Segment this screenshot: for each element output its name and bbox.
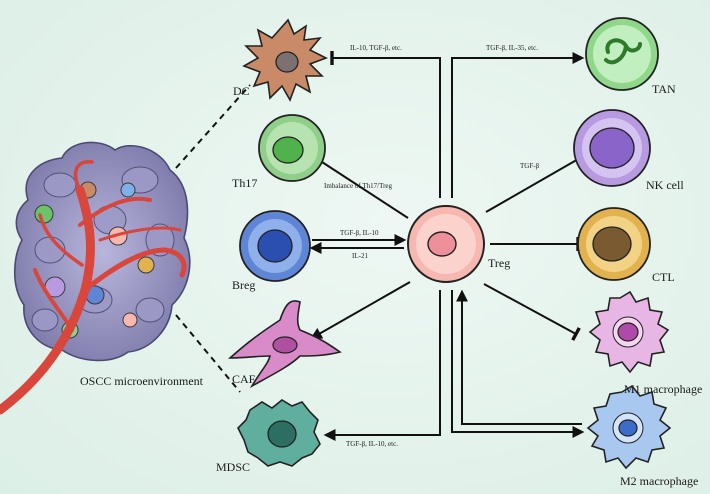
nk-cell xyxy=(573,109,651,187)
breg-cell xyxy=(239,210,311,282)
label-tan: TAN xyxy=(652,82,676,96)
edge-treg-tan xyxy=(451,52,585,198)
label-m2: M2 macrophage xyxy=(620,474,699,488)
label-breg: Breg xyxy=(232,278,256,292)
edge-th17-treg xyxy=(321,161,409,219)
tan-cell xyxy=(585,17,659,91)
zoom-lines xyxy=(175,84,251,393)
label-th17: Th17 xyxy=(232,176,258,190)
edge-treg-nk xyxy=(485,151,585,213)
edge-treg-m1 xyxy=(483,283,581,341)
edge-m2-treg xyxy=(456,289,582,425)
treg-cell xyxy=(407,205,485,283)
label-oscc-microenvironment: OSCC microenvironment xyxy=(80,374,203,388)
edge-label-th17: Imbalance of Th17/Treg xyxy=(324,182,393,190)
blood-vessel xyxy=(0,160,187,415)
edge-treg-caf xyxy=(309,281,411,340)
edge-label-breg-to-treg: TGF-β, IL-10 xyxy=(340,229,379,237)
m2-macrophage-cell xyxy=(586,384,672,470)
label-ctl: CTL xyxy=(652,270,675,284)
edge-label-treg-to-breg: IL-21 xyxy=(352,252,368,260)
oscc-microenvironment xyxy=(0,141,191,415)
edge-treg-m2 xyxy=(451,290,585,438)
label-caf: CAF xyxy=(232,372,256,386)
edge-treg-dc xyxy=(330,51,441,198)
dc-cell xyxy=(242,18,328,102)
mdsc-cell xyxy=(237,399,321,467)
th17-cell xyxy=(258,114,326,182)
edges xyxy=(309,51,585,441)
edge-label-mdsc: TGF-β, IL-10, etc. xyxy=(346,440,398,448)
m1-macrophage-cell xyxy=(588,290,670,374)
label-m1: M1 macrophage xyxy=(624,382,703,396)
edge-label-nk: TGF-β xyxy=(520,162,540,170)
edge-treg-mdsc xyxy=(323,290,441,441)
edge-label-dc: IL-10, TGF-β, etc. xyxy=(350,44,402,52)
ctl-cell xyxy=(577,207,651,281)
caf-cell xyxy=(227,300,342,389)
label-dc: DC xyxy=(233,84,250,98)
label-nk: NK cell xyxy=(646,178,684,192)
edge-label-tan: TGF-β, IL-35, etc. xyxy=(486,44,538,52)
label-mdsc: MDSC xyxy=(216,460,251,474)
label-treg: Treg xyxy=(488,256,511,270)
